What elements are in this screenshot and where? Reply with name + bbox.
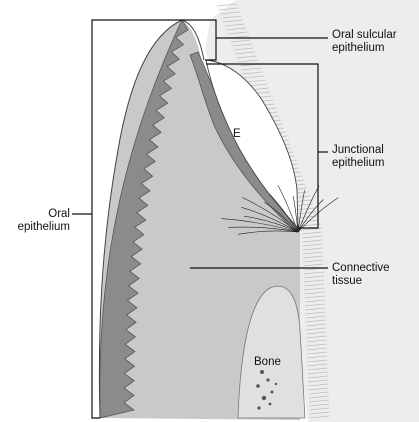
label-junctional-epithelium: Junctional epithelium bbox=[332, 144, 384, 170]
label-connective-tissue: Connective tissue bbox=[332, 262, 390, 288]
label-line-2: epithelium bbox=[332, 157, 384, 170]
label-line-1: Oral bbox=[10, 208, 70, 221]
label-line-1: Junctional bbox=[332, 144, 384, 157]
label-oral-epithelium: Oral epithelium bbox=[10, 208, 70, 234]
label-bone: Bone bbox=[254, 356, 281, 369]
label-line-2: epithelium bbox=[332, 42, 397, 55]
label-oral-sulcular-epithelium: Oral sulcular epithelium bbox=[332, 29, 397, 55]
label-line-1: Oral sulcular bbox=[332, 29, 397, 42]
label-enamel: E bbox=[233, 128, 241, 141]
label-line-1: Connective bbox=[332, 262, 390, 275]
label-line-2: epithelium bbox=[10, 221, 70, 234]
label-line-2: tissue bbox=[332, 275, 390, 288]
